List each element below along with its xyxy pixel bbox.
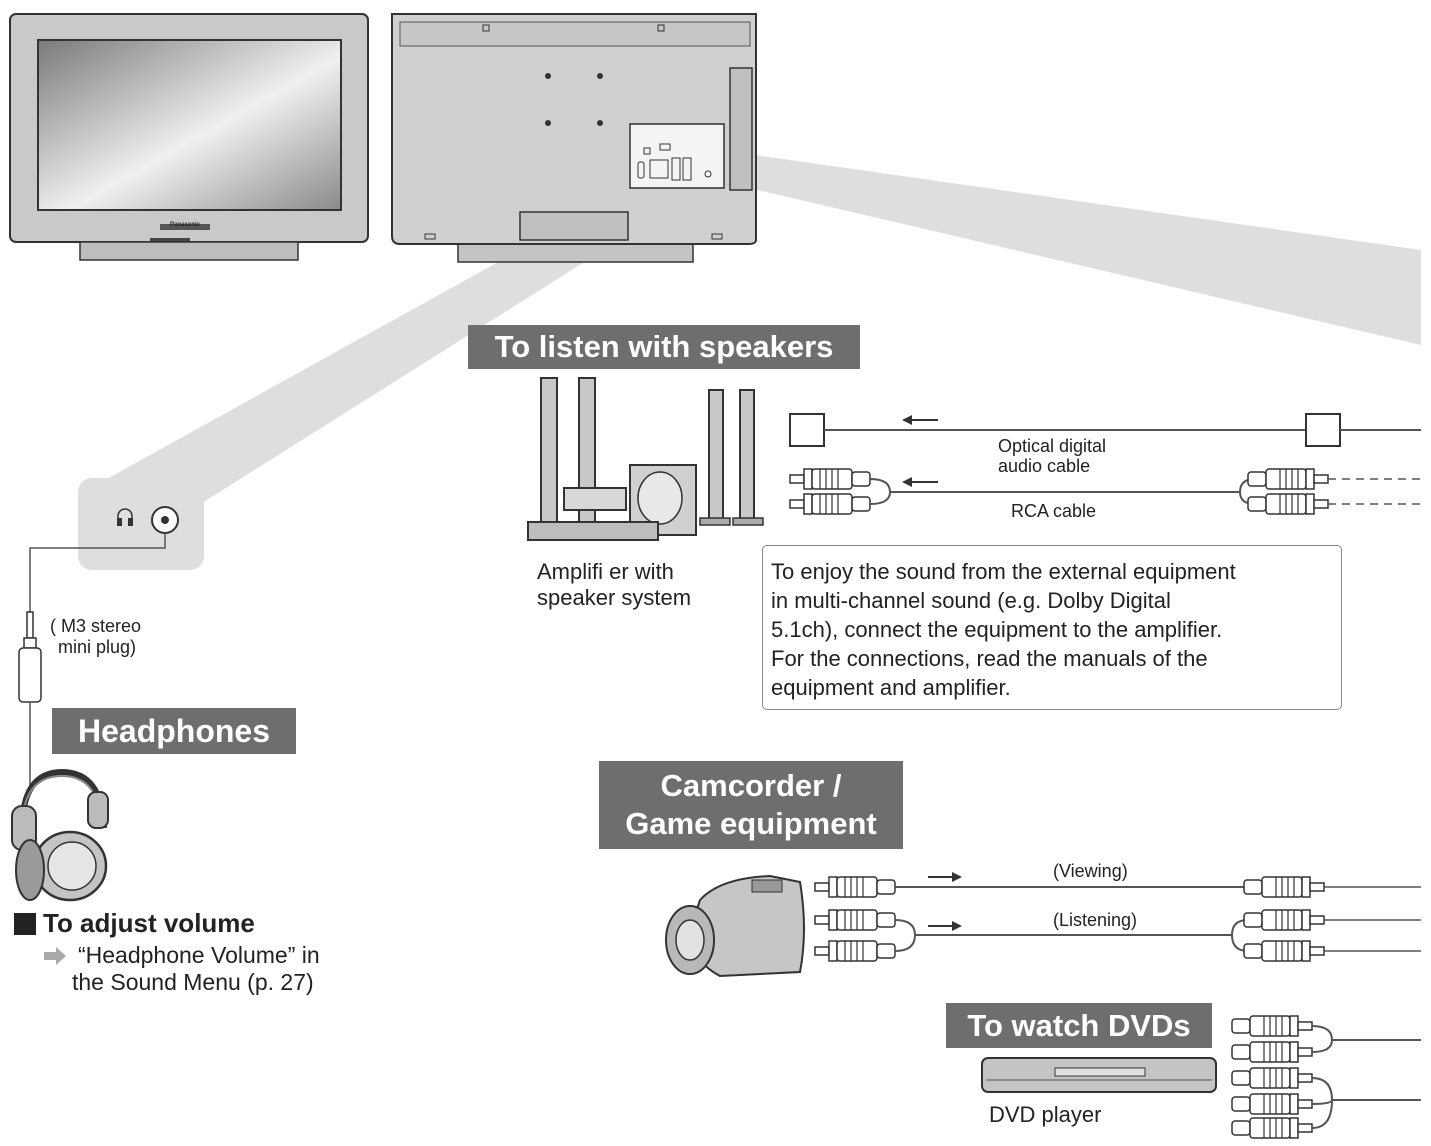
- mini-plug-icon: [18, 611, 42, 790]
- volume-instructions: “Headphone Volume” in the Sound Menu (p.…: [72, 942, 320, 995]
- listening-label: (Listening): [1053, 910, 1138, 930]
- dvd-title: To watch DVDs: [967, 1008, 1191, 1043]
- note-line: in multi-channel sound (e.g. Dolby Digit…: [771, 588, 1171, 613]
- note-line: equipment and amplifier.: [771, 675, 1011, 700]
- speakers-title: To listen with speakers: [494, 329, 834, 364]
- note-line: To enjoy the sound from the external equ…: [771, 559, 1236, 584]
- bullet-square-icon: [14, 913, 36, 935]
- camcorder-title-line-2: Game equipment: [625, 806, 877, 841]
- dvd-banner: To watch DVDs: [946, 1003, 1212, 1048]
- optical-cable: [789, 413, 1421, 447]
- tv-back: [391, 13, 757, 263]
- beam-to-panel: [715, 150, 1421, 345]
- arrow-right-icon: [44, 947, 66, 965]
- speakers-banner: To listen with speakers: [468, 325, 860, 369]
- multichannel-note: To enjoy the sound from the external equ…: [762, 545, 1342, 710]
- dvd-player-icon: [981, 1057, 1217, 1093]
- camcorder-cables: [814, 872, 1421, 962]
- camcorder-banner: Camcorder / Game equipment: [599, 761, 903, 849]
- rca-cable-label: RCA cable: [1011, 501, 1097, 521]
- amplifier-label: Amplifi er with speaker system: [537, 559, 692, 610]
- volume-heading: To adjust volume: [43, 908, 255, 938]
- mini-plug-label: ( M3 stereo mini plug): [50, 616, 142, 657]
- headphones-title: Headphones: [77, 713, 271, 749]
- headphone-socket-panel: [29, 478, 204, 612]
- headphones-icon: [11, 768, 109, 902]
- optical-cable-label: Optical digital audio cable: [998, 436, 1107, 476]
- headphones-banner: Headphones: [52, 708, 296, 754]
- tv-front: [9, 13, 369, 261]
- note-line: 5.1ch), connect the equipment to the amp…: [771, 617, 1223, 642]
- amplifier-speaker-icon: [527, 377, 764, 541]
- beam-to-headphones: [105, 185, 667, 520]
- dvd-player-label: DVD player: [989, 1102, 1102, 1127]
- camcorder-title-line-1: Camcorder /: [660, 768, 842, 803]
- camcorder-icon: [665, 874, 805, 978]
- note-line: For the connections, read the manuals of…: [771, 646, 1208, 671]
- dvd-cables: [1231, 1015, 1421, 1139]
- rca-cable: [789, 468, 1421, 515]
- viewing-label: (Viewing): [1053, 861, 1128, 881]
- tv-brand-label: Panasonic: [170, 222, 201, 228]
